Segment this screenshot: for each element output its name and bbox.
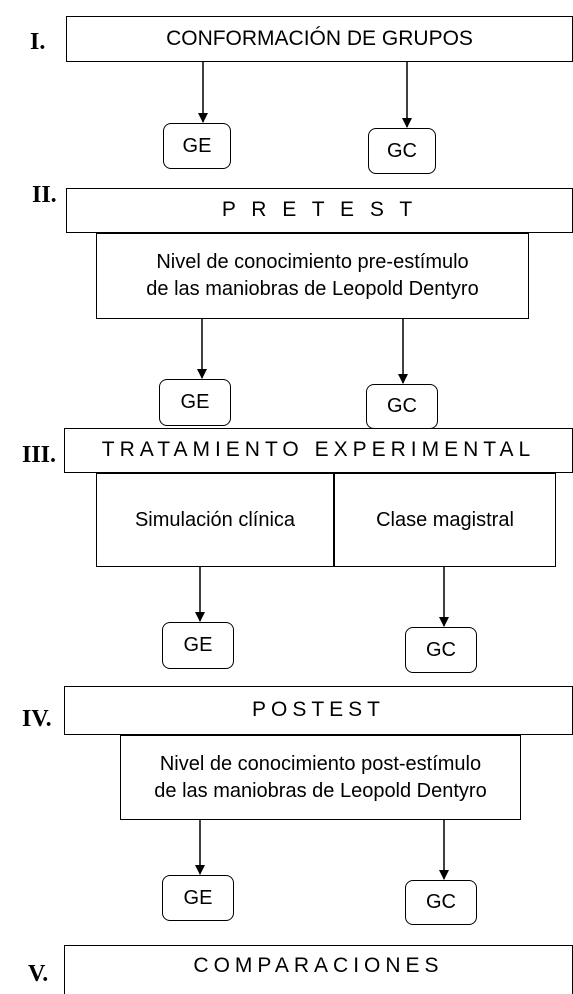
stage-1-title-box: CONFORMACIÓN DE GRUPOS — [66, 16, 573, 62]
stage-4-group-gc: GC — [405, 880, 477, 925]
stage-3-group-ge: GE — [162, 622, 234, 669]
stage-4-description-line-2: de las maniobras de Leopold Dentyro — [154, 779, 487, 802]
stage-2-title-box: P R E T E S T — [66, 188, 573, 233]
stage-5-title-box: COMPARACIONES — [64, 945, 573, 994]
stage-1-group-ge: GE — [163, 123, 231, 169]
stage-1-group-gc: GC — [368, 128, 436, 174]
stage-3-group-gc: GC — [405, 627, 477, 673]
stage-2-description-line-1: Nivel de conocimiento pre-estímulo — [156, 251, 469, 273]
stage-2-description-line-2: de las maniobras de Leopold Dentyro — [146, 278, 479, 300]
stage-3-treatment-lecture: Clase magistral — [334, 473, 556, 567]
stage-3-treatment-simulation: Simulación clínica — [96, 473, 334, 567]
stage-3-numeral: III. — [22, 442, 57, 468]
stage-4-title-box: POSTEST — [64, 686, 573, 735]
stage-3-title-box: TRATAMIENTO EXPERIMENTAL — [64, 428, 573, 473]
stage-4-group-ge: GE — [162, 875, 234, 921]
stage-1-numeral: I. — [30, 29, 46, 55]
stage-4-numeral: IV. — [22, 706, 52, 732]
stage-4-description-line-1: Nivel de conocimiento post-estímulo — [159, 752, 482, 775]
stage-4-description-box: Nivel de conocimiento post-estímulo de l… — [120, 735, 521, 820]
stage-5-numeral: V. — [28, 961, 49, 987]
stage-2-numeral: II. — [32, 182, 57, 208]
stage-2-group-ge: GE — [159, 379, 231, 426]
stage-2-group-gc: GC — [366, 384, 438, 429]
stage-2-description-box: Nivel de conocimiento pre-estímulo de la… — [96, 233, 529, 319]
